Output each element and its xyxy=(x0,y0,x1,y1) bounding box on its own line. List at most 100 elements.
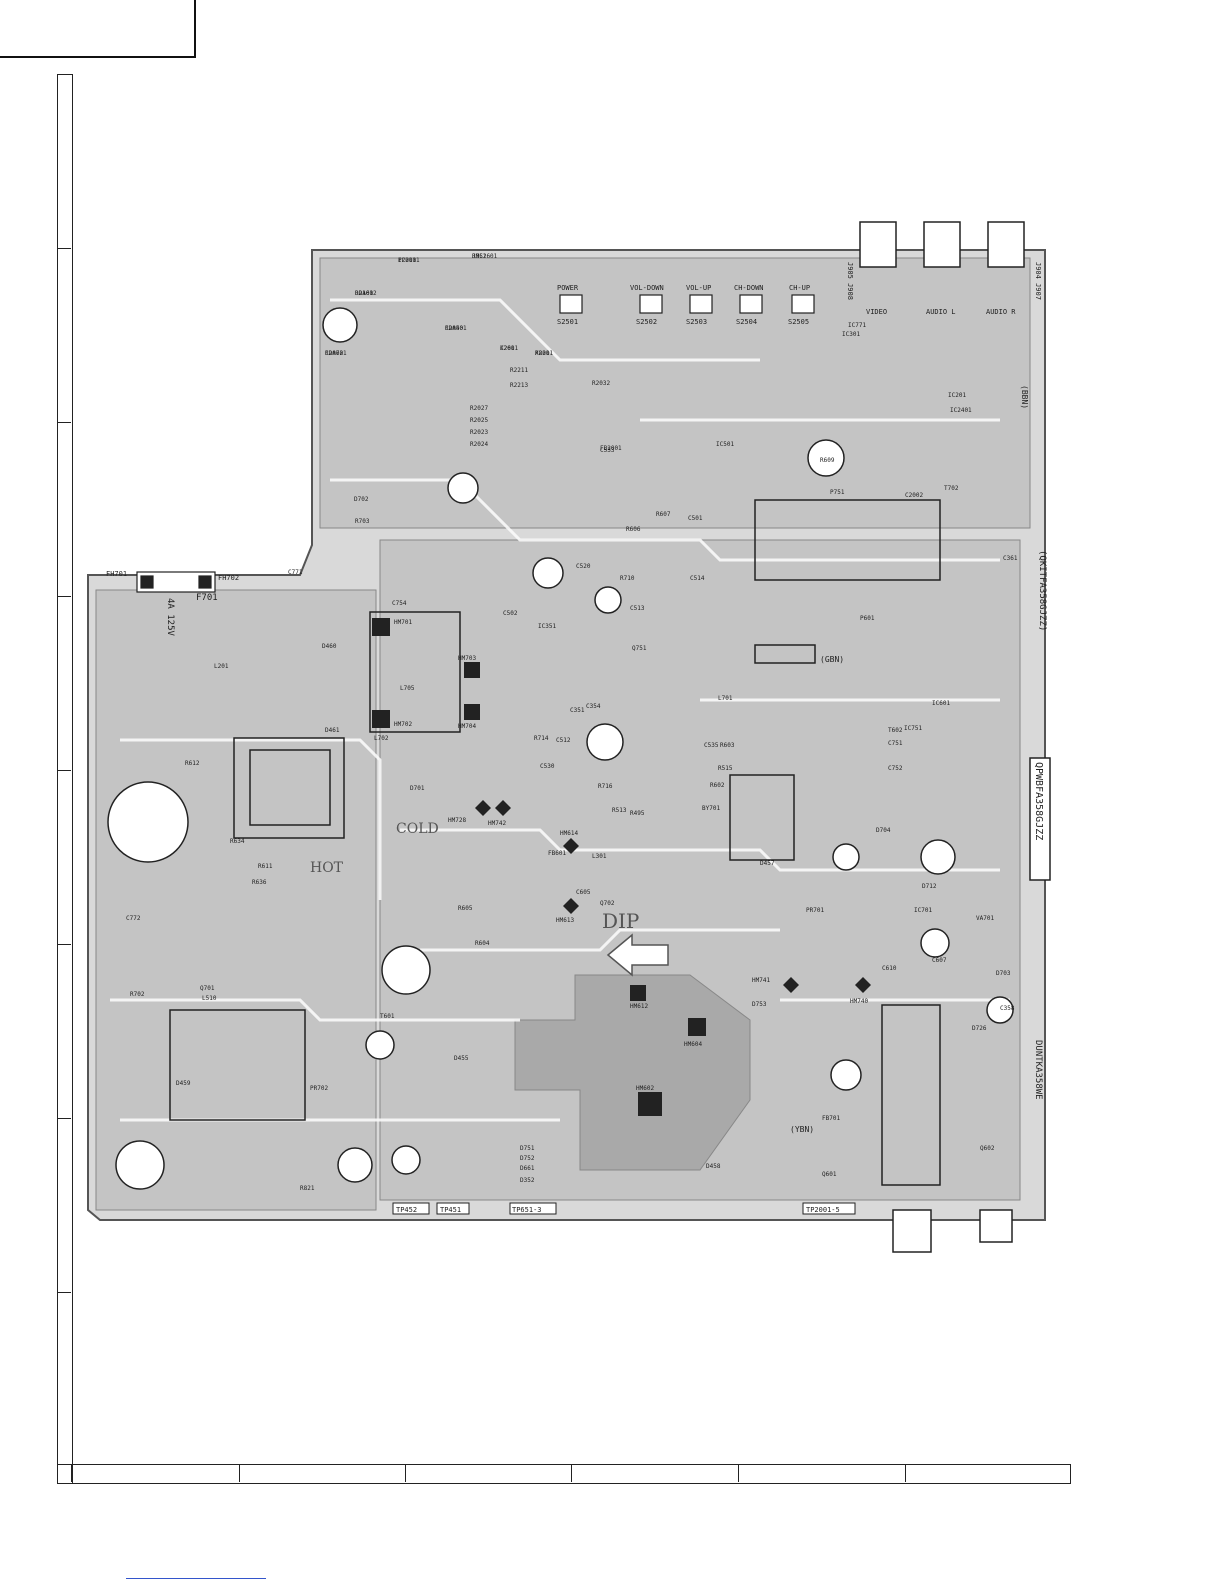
switch-s2505 xyxy=(791,294,815,314)
hot-marking: HOT xyxy=(310,860,344,876)
component-designator: R609 xyxy=(820,457,835,464)
heatsink-label-hm602: HM602 xyxy=(636,1085,654,1092)
frame-grid-tick xyxy=(57,944,71,945)
component-designator: T602 xyxy=(888,727,903,734)
component-designator: C351 xyxy=(570,707,585,714)
jack-ref-j905: J905 J908 xyxy=(846,262,854,300)
component-designator: D703 xyxy=(996,970,1011,977)
component-designator: FB601 xyxy=(548,850,566,857)
component-designator: R2213 xyxy=(510,382,528,389)
component-designator: IC751 xyxy=(904,725,922,732)
component-designator: P2001 xyxy=(398,257,416,264)
component-designator: R604 xyxy=(475,940,490,947)
drawing-frame-bottom-rail xyxy=(57,1464,1071,1484)
heatsink-label-hm704: HM704 xyxy=(458,723,476,730)
footer-underline-link[interactable] xyxy=(126,1578,266,1579)
heatsink-mark-hm602 xyxy=(638,1092,662,1116)
component-designator: D712 xyxy=(922,883,937,890)
component-designator: IC2401 xyxy=(950,407,972,414)
heatsink-mark-hm612 xyxy=(630,985,646,1001)
switch-caption-vol-up: VOL-UP xyxy=(686,284,711,292)
component-designator: R611 xyxy=(258,863,273,870)
frame-col-tick xyxy=(71,1464,72,1482)
heatsink-mark-hm614 xyxy=(563,838,579,854)
component-designator: D461 xyxy=(325,727,340,734)
component-designator: D460 xyxy=(322,643,337,650)
component-designator: BY701 xyxy=(702,805,720,812)
component-designator: RMC2601 xyxy=(472,253,498,260)
frame-grid-tick xyxy=(57,248,71,249)
switch-ref-s2505: S2505 xyxy=(788,318,809,326)
capacitor-c520 xyxy=(594,586,622,614)
component-designator: C605 xyxy=(576,889,591,896)
dip-marking: DIP xyxy=(602,909,639,933)
heatsink-label-hm742: HM742 xyxy=(488,820,506,827)
component-designator: X801 xyxy=(535,350,550,357)
frame-col-tick xyxy=(239,1464,240,1482)
component-designator: L705 xyxy=(400,685,415,692)
component-designator: D753 xyxy=(752,1001,767,1008)
fuse-holder-ref-fh701: FH701 xyxy=(106,570,127,578)
capacitor-c662 xyxy=(920,839,956,875)
transformer-t601 xyxy=(729,774,795,861)
component-designator: C513 xyxy=(630,605,645,612)
fuse-ref-f701: F701 xyxy=(196,593,218,603)
heatsink-label-hm702: HM702 xyxy=(394,721,412,728)
component-designator: Q601 xyxy=(822,1171,837,1178)
component-designator: C533 xyxy=(600,447,615,454)
component-designator: R2032 xyxy=(592,380,610,387)
heatsink-mark-hm742 xyxy=(495,800,511,816)
component-designator: C502 xyxy=(503,610,518,617)
component-designator: L510 xyxy=(202,995,217,1002)
component-designator: C530 xyxy=(540,763,555,770)
frame-grid-tick xyxy=(57,1292,71,1293)
component-designator: R716 xyxy=(598,783,613,790)
test-point-tp2001-5: TP2001-5 xyxy=(806,1206,840,1214)
component-designator: D455 xyxy=(454,1055,469,1062)
heatsink-mark-hm728 xyxy=(475,800,491,816)
component-designator: C752 xyxy=(888,765,903,772)
component-designator: Q751 xyxy=(632,645,647,652)
capacitor-l705 xyxy=(365,1030,395,1060)
component-designator: D2101 xyxy=(355,290,373,297)
test-point-tp452: TP452 xyxy=(396,1206,417,1214)
jack-audio-l-body xyxy=(923,221,961,268)
capacitor-c731 xyxy=(391,1145,421,1175)
component-designator: C535 xyxy=(704,742,719,749)
switch-s2501 xyxy=(559,294,583,314)
component-designator: D751 xyxy=(520,1145,535,1152)
switch-ref-s2502: S2502 xyxy=(636,318,657,326)
frame-grid-tick xyxy=(57,770,71,771)
component-designator: D726 xyxy=(972,1025,987,1032)
component-designator: L301 xyxy=(592,853,607,860)
component-designator: C754 xyxy=(392,600,407,607)
component-designator: R612 xyxy=(185,760,200,767)
copper-pour-power xyxy=(95,589,377,1211)
switch-caption-ch-down: CH-DOWN xyxy=(734,284,764,292)
frame-grid-tick xyxy=(57,1118,71,1119)
heatsink-mark-hm702 xyxy=(372,710,390,728)
switch-ref-s2503: S2503 xyxy=(686,318,707,326)
frame-col-tick xyxy=(405,1464,406,1482)
component-designator: PR702 xyxy=(310,1085,328,1092)
component-designator: IC201 xyxy=(948,392,966,399)
component-designator: R714 xyxy=(534,735,549,742)
component-designator: Q701 xyxy=(200,985,215,992)
component-designator: RDA602 xyxy=(355,290,377,297)
cold-marking: COLD xyxy=(396,821,439,837)
component-designator: C610 xyxy=(882,965,897,972)
component-designator: X201 xyxy=(500,345,515,352)
heatsink-label-hm703: HM703 xyxy=(458,655,476,662)
board-label-gbn: (GBN) xyxy=(820,655,844,664)
component-designator: Q602 xyxy=(980,1145,995,1152)
component-designator: D661 xyxy=(520,1165,535,1172)
component-designator: IC771 xyxy=(848,322,866,329)
tuner-connector-body xyxy=(892,1209,932,1253)
capacitor-c514 xyxy=(586,723,624,761)
component-designator: C751 xyxy=(888,740,903,747)
frame-col-tick xyxy=(738,1464,739,1482)
ic801-block xyxy=(754,644,816,664)
component-designator: RDA701 xyxy=(325,350,347,357)
component-designator: Q702 xyxy=(600,900,615,907)
